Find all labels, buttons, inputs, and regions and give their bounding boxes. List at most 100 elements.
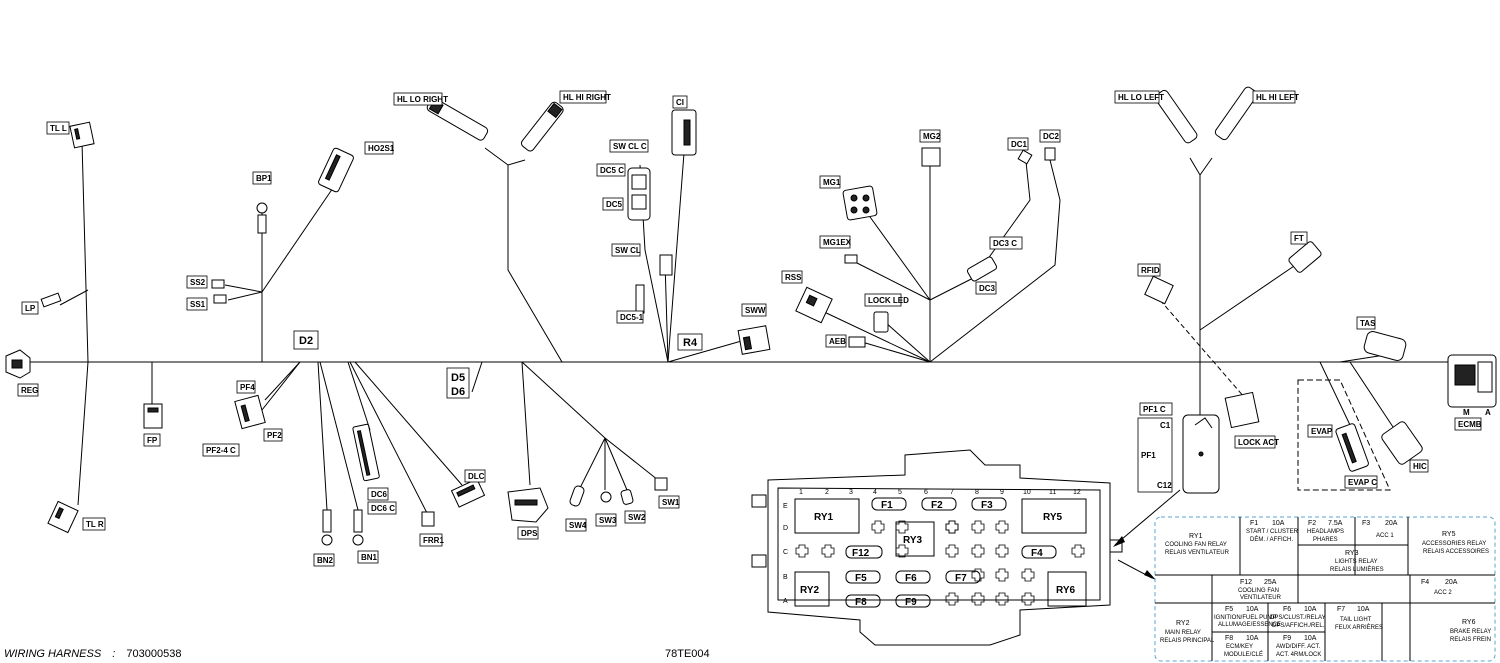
fusebox-row-b: B [783,574,788,581]
fuse-socket [995,544,1009,558]
table-f8-id: F8 [1225,635,1233,642]
fusebox-row-a: A [783,598,788,605]
fusebox-col-7: 7 [950,489,954,496]
wiring-lines [30,139,1455,580]
label-aeb: AEB [829,337,846,346]
table-f6-l2: DPS/AFFICH./REL. [1272,623,1325,629]
label-dc5c: DC5 C [600,166,624,175]
fusebox-col-12: 12 [1073,489,1081,496]
table-f7-l2: FEUX ARRIÈRES [1335,624,1383,631]
table-f5-l2: ALLUMAGE/ESSENCE [1218,622,1281,628]
label-sw-cl-c: SW CL C [613,142,647,151]
fuse-socket [795,544,809,558]
fusebox-row-e: E [783,503,788,510]
label-ss1: SS1 [190,300,206,309]
label-tas: TAS [1360,319,1376,328]
table-f12-amp: 25A [1264,579,1277,586]
fusebox-f3: F3 [981,500,993,511]
label-dc6c: DC6 C [371,504,395,513]
table-f2-l2: PHARES [1313,537,1338,543]
fuse-socket [995,592,1009,606]
table-ry1-l2: RELAIS VENTILATEUR [1165,550,1230,556]
label-rfid: RFID [1141,266,1160,275]
fusebox-col-6: 6 [924,489,928,496]
label-dps: DPS [521,529,538,538]
fusebox-col-5: 5 [898,489,902,496]
fuse-socket [871,520,885,534]
fuse-socket [1021,568,1035,582]
fuse-table: RY1 COOLING FAN RELAY RELAIS VENTILATEUR… [1154,516,1496,662]
fuse-socket [971,520,985,534]
fuse-socket [945,592,959,606]
table-ry6-id: RY6 [1462,619,1476,626]
label-sw1: SW1 [662,498,680,507]
label-mg1: MG1 [823,178,841,187]
label-pf1: PF1 [1141,451,1156,460]
label-hl-hi-right: HL HI RIGHT [563,93,611,102]
fusebox-row-d: D [783,525,788,532]
fuse-socket [1071,544,1085,558]
fuse-socket [895,544,909,558]
table-f7-amp: 10A [1357,606,1370,613]
label-ss2: SS2 [190,278,206,287]
label-c12: C12 [1157,481,1172,490]
table-f9-l2: ACT. 4RM/LOCK [1276,652,1321,658]
table-ry2-l2: RELAIS PRINCIPAL [1160,638,1215,644]
table-ry3-l1: LIGHTS RELAY [1335,559,1378,565]
label-sww: SWW [745,306,766,315]
fusebox-col-8: 8 [975,489,979,496]
label-sw2: SW2 [628,513,646,522]
footer-harness-label: WIRING HARNESS [4,648,102,660]
table-ry1-l1: COOLING FAN RELAY [1165,542,1227,548]
table-f2-l1: HEADLAMPS [1307,529,1344,535]
table-f8-l2: MODULE/CLÉ [1224,651,1263,658]
label-tl-r: TL R [86,520,104,529]
label-dc3: DC3 [979,284,996,293]
footer-harness-sep: : [112,648,116,660]
label-tl-l: TL L [50,124,67,133]
label-hic: HIC [1413,462,1427,471]
fuse-socket [971,544,985,558]
table-f3-l1: ACC 1 [1376,533,1394,539]
label-pf2-4c: PF2-4 C [206,446,236,455]
table-ry6-l2: RELAIS FREIN [1450,637,1491,643]
fusebox-col-3: 3 [849,489,853,496]
fusebox-f12: F12 [852,548,870,559]
fusebox-col-11: 11 [1049,489,1056,496]
segment-d5: D5 [451,372,465,384]
segment-r4: R4 [683,337,698,349]
fuse-box: 1 2 3 4 5 6 7 8 9 10 11 12 E D C B A RY1… [751,449,1123,646]
label-lp: LP [25,304,36,313]
fusebox-ry5: RY5 [1043,512,1063,523]
label-sw3: SW3 [599,516,617,525]
label-fp: FP [147,436,158,445]
table-f1-l1: START / CLUSTER [1246,529,1299,535]
label-sw-cl: SW CL [615,246,641,255]
table-ry5-l1: ACCESSORIES RELAY [1422,541,1486,547]
label-hl-hi-left: HL HI LEFT [1256,93,1299,102]
fusebox-col-2: 2 [825,489,829,496]
footer-drawing-code: 78TE004 [665,648,710,660]
fuse-socket [971,568,985,582]
label-hl-lo-left: HL LO LEFT [1118,93,1164,102]
fusebox-f6: F6 [905,573,917,584]
table-ry6-l1: BRAKE RELAY [1450,629,1491,635]
table-f6-amp: 10A [1304,606,1317,613]
label-c1: C1 [1160,421,1171,430]
table-f9-l1: AWD/DIFF. ACT. [1276,644,1320,650]
fuse-socket [945,520,959,534]
table-f4-amp: 20A [1445,579,1458,586]
fusebox-col-9: 9 [1000,489,1004,496]
table-ry2-id: RY2 [1176,620,1190,627]
label-hl-lo-right: HL LO RIGHT [397,95,448,104]
table-f5-id: F5 [1225,606,1233,613]
fusebox-f2: F2 [931,500,943,511]
fuse-socket [895,520,909,534]
table-f1-id: F1 [1250,520,1258,527]
table-f4-l1: ACC 2 [1434,590,1452,596]
table-f12-id: F12 [1240,579,1252,586]
fusebox-f1: F1 [881,500,893,511]
table-f6-id: F6 [1283,606,1291,613]
table-f3-amp: 20A [1385,520,1398,527]
table-f9-id: F9 [1283,635,1291,642]
